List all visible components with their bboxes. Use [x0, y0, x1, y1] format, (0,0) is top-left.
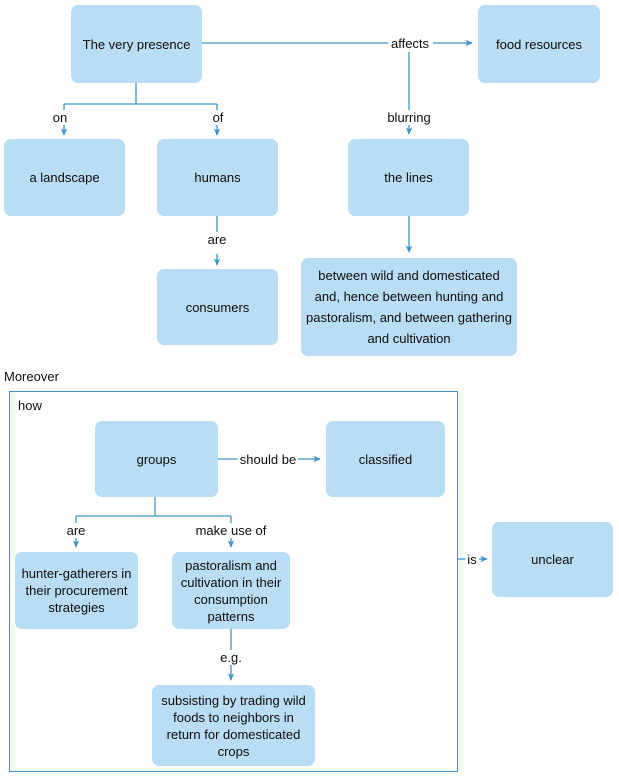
- edge-label-is: is: [465, 552, 479, 567]
- node-classified[interactable]: classified: [326, 421, 445, 497]
- node-between-wild-and-domesticated[interactable]: between wild and domesticated and, hence…: [301, 258, 517, 356]
- node-the-very-presence[interactable]: The very presence: [71, 5, 202, 83]
- node-the-lines[interactable]: the lines: [348, 139, 469, 216]
- node-food-resources[interactable]: food resources: [478, 5, 600, 83]
- node-consumers[interactable]: consumers: [157, 269, 278, 345]
- edge-label-make-use-of: make use of: [193, 523, 269, 538]
- node-hunter-gatherers[interactable]: hunter-gatherers in their procurement st…: [15, 552, 138, 629]
- label-moreover: Moreover: [4, 369, 59, 384]
- edge-label-blurring: blurring: [385, 110, 433, 125]
- edge-label-are-humans-consumers: are: [205, 232, 229, 247]
- node-unclear[interactable]: unclear: [492, 522, 613, 597]
- edge-label-of: of: [210, 110, 226, 125]
- node-subsisting-by-trading[interactable]: subsisting by trading wild foods to neig…: [152, 685, 315, 766]
- edge-label-should-be: should be: [237, 452, 299, 467]
- node-pastoralism-cultivation[interactable]: pastoralism and cultivation in their con…: [172, 552, 290, 629]
- label-how: how: [18, 398, 42, 413]
- node-groups[interactable]: groups: [95, 421, 218, 497]
- edge-label-affects: affects: [388, 36, 432, 51]
- node-a-landscape[interactable]: a landscape: [4, 139, 125, 216]
- node-humans[interactable]: humans: [157, 139, 278, 216]
- edge-label-on: on: [50, 110, 70, 125]
- edge-label-eg: e.g.: [218, 650, 244, 665]
- moreover-group-frame: [9, 391, 458, 772]
- edge-label-are-groups: are: [64, 523, 88, 538]
